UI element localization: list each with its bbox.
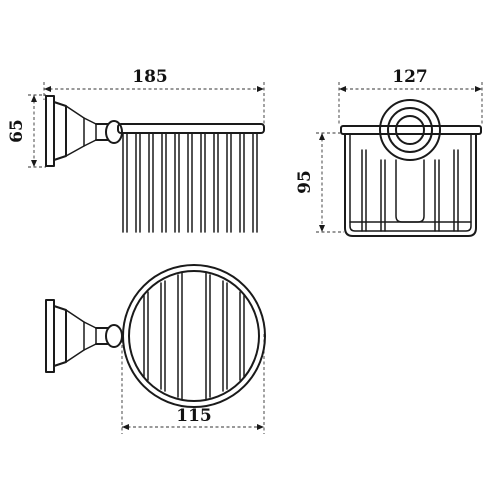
dim-label-127: 127 xyxy=(392,67,428,87)
wall-plate xyxy=(45,299,55,373)
knob xyxy=(105,324,123,348)
flange xyxy=(53,305,67,367)
basket-wires xyxy=(143,272,245,400)
dim-arrow xyxy=(319,225,325,232)
dim-arrow xyxy=(339,86,346,92)
front-view: 127 95 xyxy=(295,67,483,237)
dim-arrow xyxy=(31,95,37,102)
top-view: 115 xyxy=(45,264,266,434)
dim-arrow xyxy=(319,133,325,140)
central-loop xyxy=(395,159,425,223)
basket-frame xyxy=(344,133,477,237)
basket-wires xyxy=(122,132,258,233)
arm xyxy=(95,327,109,345)
dim-arrow xyxy=(475,86,482,92)
dim-arrow xyxy=(44,86,51,92)
wall-mount-middle xyxy=(387,107,433,153)
dim-label-115: 115 xyxy=(176,406,212,426)
basket-rim xyxy=(117,123,265,134)
wall-plate xyxy=(45,95,55,167)
flange xyxy=(53,101,67,161)
wall-mount-inner xyxy=(395,115,425,145)
dim-arrow xyxy=(257,424,264,430)
basket-wires xyxy=(349,149,472,232)
dim-arrow xyxy=(31,160,37,167)
dim-arrow xyxy=(122,424,129,430)
basket-ring-inner xyxy=(128,270,260,402)
dim-label-65: 65 xyxy=(7,119,27,143)
arm xyxy=(95,123,109,141)
dim-arrow xyxy=(257,86,264,92)
dim-label-185: 185 xyxy=(132,67,168,87)
dim-label-95: 95 xyxy=(295,170,315,194)
basket-rim xyxy=(340,125,482,135)
wall-mount-outer xyxy=(379,99,441,161)
side-view: 185 65 xyxy=(7,67,265,233)
basket-ring-outer xyxy=(122,264,266,408)
